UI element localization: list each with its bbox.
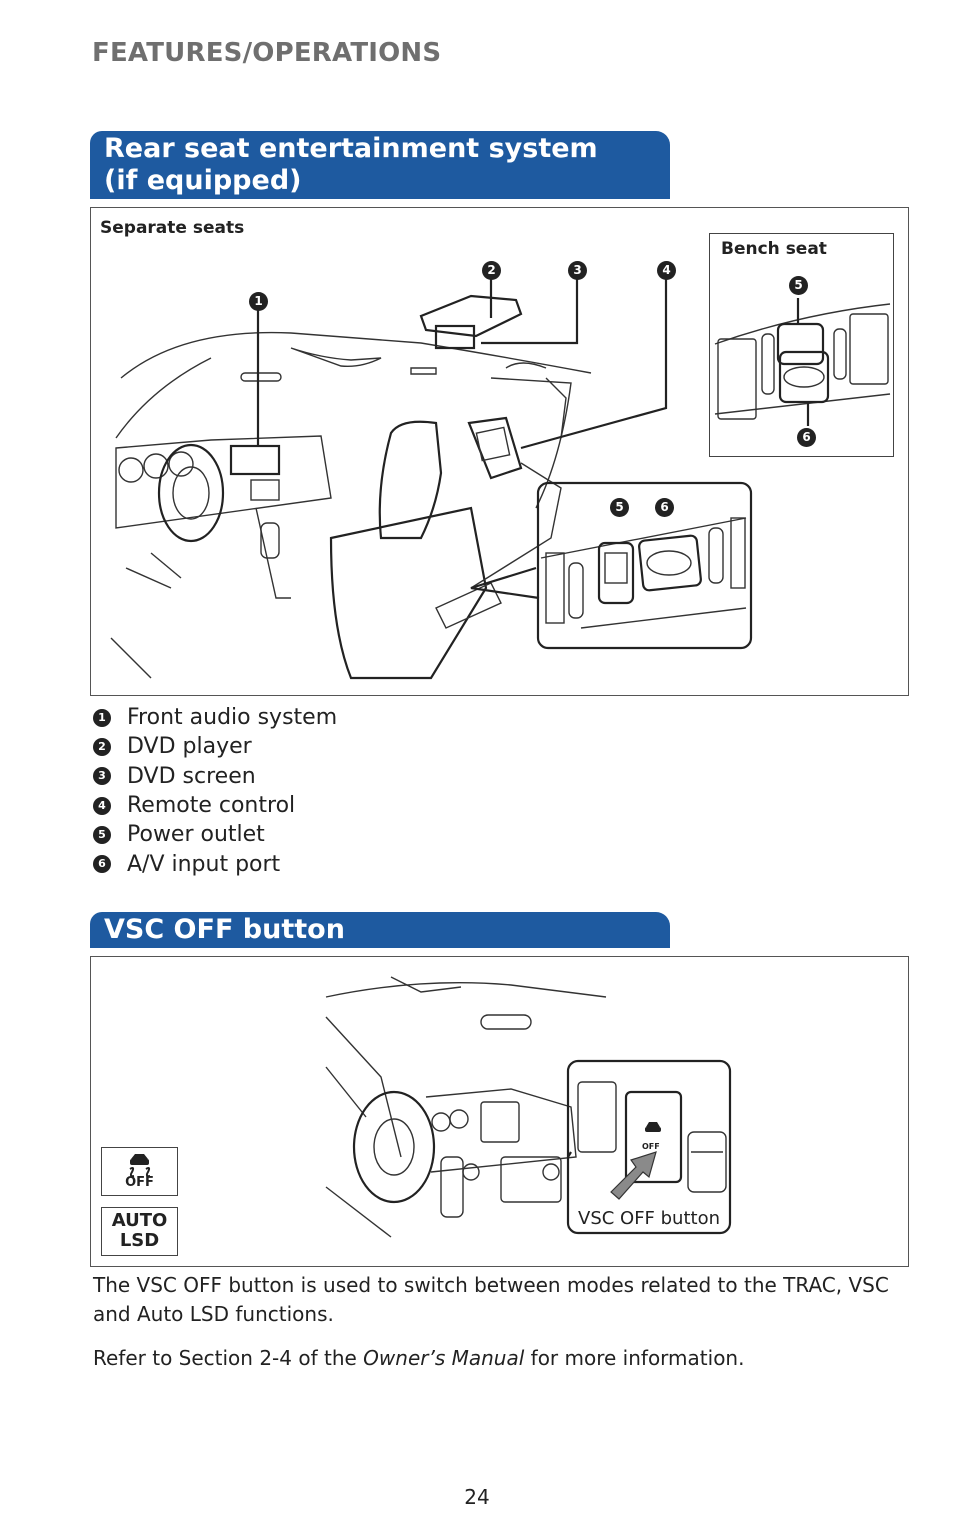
legend-item: 2 DVD player — [93, 732, 337, 761]
section-header: FEATURES/OPERATIONS — [92, 38, 442, 68]
legend-label: Front audio system — [127, 705, 338, 731]
vsc-off-icon-box: OFF — [101, 1147, 178, 1196]
legend-label: Power outlet — [127, 822, 265, 848]
legend-item: 3 DVD screen — [93, 762, 337, 791]
auto-lsd-icon-line2: LSD — [119, 1230, 160, 1251]
legend-item: 1 Front audio system — [93, 703, 337, 732]
rse-title-line1: Rear seat entertainment system — [104, 133, 598, 164]
callout-2: 2 — [482, 261, 501, 280]
vsc-refer-text: Refer to Section 2-4 of the Owner’s Manu… — [93, 1344, 913, 1373]
callout-3: 3 — [568, 261, 587, 280]
vsc-section-tab: VSC OFF button — [90, 912, 670, 948]
legend-badge: 4 — [93, 796, 111, 815]
vsc-illustration-frame: OFF AUTO LSD OFF — [90, 956, 909, 1267]
legend-label: Remote control — [127, 793, 296, 819]
callout-5-inset: 5 — [610, 498, 629, 517]
separate-seats-label: Separate seats — [100, 218, 245, 238]
bench-seat-label: Bench seat — [721, 239, 827, 259]
callout-1: 1 — [249, 292, 268, 311]
vsc-description: The VSC OFF button is used to switch bet… — [93, 1273, 889, 1326]
legend-item: 6 A/V input port — [93, 849, 337, 878]
legend-label: DVD screen — [127, 763, 256, 789]
callout-5-bench: 5 — [789, 276, 808, 295]
svg-text:OFF: OFF — [642, 1142, 660, 1151]
legend-badge: 2 — [93, 737, 111, 756]
callout-6-inset: 6 — [655, 498, 674, 517]
callout-4: 4 — [657, 261, 676, 280]
legend-item: 5 Power outlet — [93, 820, 337, 849]
auto-lsd-icon-box: AUTO LSD — [101, 1207, 178, 1256]
refer-suffix: for more information. — [524, 1346, 745, 1370]
page-number: 24 — [464, 1485, 490, 1509]
auto-lsd-icon-line1: AUTO — [111, 1210, 168, 1231]
rse-section-tab: Rear seat entertainment system (if equip… — [90, 131, 670, 199]
legend-badge: 5 — [93, 825, 111, 844]
vsc-off-icon-text: OFF — [125, 1175, 154, 1190]
legend-badge: 6 — [93, 855, 111, 874]
callout-6-bench: 6 — [797, 428, 816, 447]
refer-prefix: Refer to Section 2-4 of the — [93, 1346, 364, 1370]
legend-badge: 3 — [93, 767, 111, 786]
rse-illustration-frame: Separate seats — [90, 207, 909, 696]
bench-seat-inset: Bench seat 5 6 — [709, 233, 894, 457]
rse-title-line2: (if equipped) — [104, 165, 302, 196]
bench-seat-illustration — [714, 298, 891, 426]
skid-car-icon — [129, 1154, 151, 1178]
legend-label: DVD player — [127, 734, 252, 760]
vsc-off-button-label: VSC OFF button — [578, 1208, 720, 1229]
legend-item: 4 Remote control — [93, 791, 337, 820]
vsc-dashboard-illustration: OFF — [325, 976, 732, 1238]
legend-badge: 1 — [93, 708, 111, 727]
vehicle-interior-illustration — [110, 278, 753, 680]
owners-manual-title: Owner’s Manual — [363, 1346, 525, 1370]
legend-label: A/V input port — [127, 851, 281, 877]
rse-legend: 1 Front audio system 2 DVD player 3 DVD … — [93, 703, 337, 879]
